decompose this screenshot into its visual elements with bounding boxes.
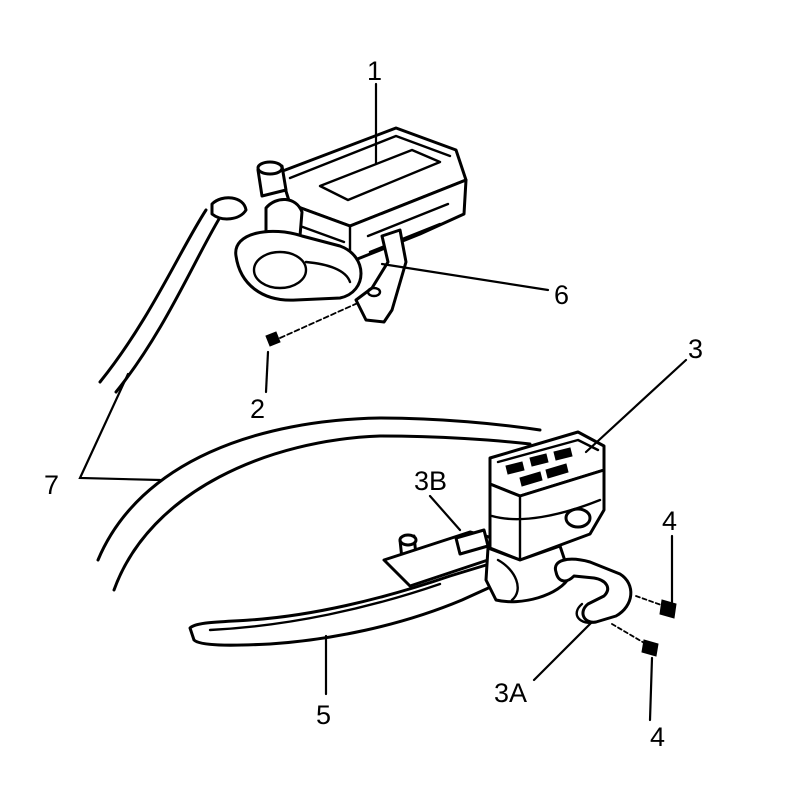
callout-6: 6 [554, 280, 569, 310]
leader-lines [78, 82, 688, 722]
mounting-screw [265, 301, 361, 347]
callout-3: 3 [688, 334, 703, 364]
callout-labels: 1 2 6 3 3B 7 4 3A 5 4 [44, 56, 703, 752]
brake-caliper [210, 126, 468, 302]
mounting-bracket [354, 228, 408, 324]
handlebar-clamp [553, 557, 633, 624]
clamp-bolt-lower [611, 623, 659, 657]
clamp-bolt-upper [635, 595, 677, 619]
callout-5: 5 [316, 700, 331, 730]
callout-4-lower: 4 [650, 722, 665, 752]
callout-4-upper: 4 [662, 506, 677, 536]
callout-3a: 3A [494, 678, 527, 708]
callout-2: 2 [250, 394, 265, 424]
brake-hose [96, 208, 542, 592]
callout-7: 7 [44, 470, 59, 500]
callout-3b: 3B [414, 466, 447, 496]
brake-light-switch [454, 528, 490, 556]
callout-1: 1 [367, 56, 382, 86]
